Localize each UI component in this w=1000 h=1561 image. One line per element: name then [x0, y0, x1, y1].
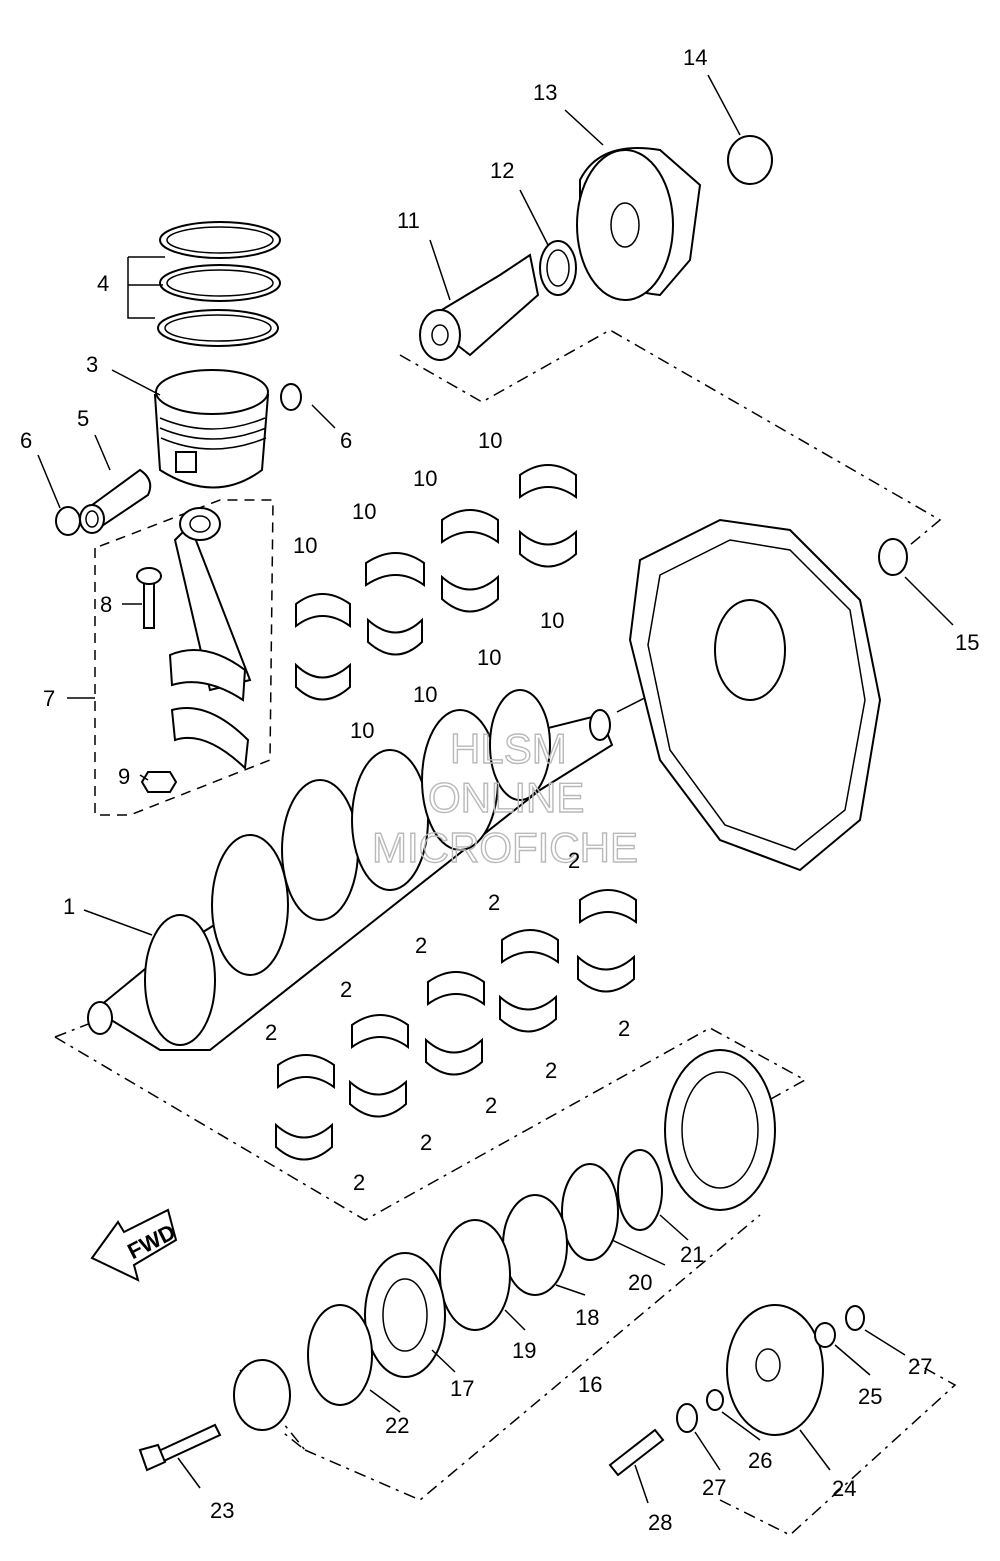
callout-5: 5: [77, 406, 89, 431]
callout-2: 2: [488, 890, 500, 915]
callout-10: 10: [352, 499, 376, 524]
callout-16: 16: [578, 1372, 602, 1397]
callout-2: 2: [420, 1130, 432, 1155]
callout-2: 2: [265, 1020, 277, 1045]
watermark: HLSM ONLINE MICROFICHE: [371, 724, 638, 871]
connecting-rod: [168, 507, 252, 771]
callout-25: 25: [858, 1384, 882, 1409]
callout-11: 11: [397, 208, 420, 233]
piston-rings: [157, 221, 281, 347]
callout-10: 10: [478, 428, 502, 453]
conrod-bearings: [295, 464, 577, 701]
callout-21: 21: [680, 1242, 704, 1267]
crankcase-cover: [628, 518, 908, 872]
piston-pin: [79, 468, 152, 534]
callout-10: 10: [413, 466, 437, 491]
callout-3: 3: [86, 352, 98, 377]
callout-28: 28: [648, 1510, 672, 1535]
piston: [153, 369, 270, 489]
piston-circlips: [55, 383, 302, 536]
callout-10: 10: [413, 682, 437, 707]
callout-12: 12: [490, 158, 514, 183]
callout-4: 4: [97, 271, 109, 296]
callout-2: 2: [353, 1170, 365, 1195]
rod-bolt-nut: [136, 567, 178, 793]
callout-10: 10: [477, 645, 501, 670]
callout-14: 14: [683, 45, 707, 70]
callout-2: 2: [618, 1016, 630, 1041]
callout-7: 7: [43, 686, 55, 711]
callout-10: 10: [293, 533, 317, 558]
callout-2: 2: [485, 1093, 497, 1118]
callout-19: 19: [512, 1338, 536, 1363]
callout-10: 10: [350, 718, 374, 743]
callout-15: 15: [955, 630, 979, 655]
callout-2: 2: [415, 933, 427, 958]
callout-27: 27: [908, 1354, 932, 1379]
callout-8: 8: [100, 592, 112, 617]
callout-1: 1: [63, 894, 75, 919]
output-coupling-parts: [419, 135, 773, 361]
callout-13: 13: [533, 80, 557, 105]
leader-lines: [37, 74, 954, 1504]
callout-24: 24: [832, 1476, 856, 1501]
fwd-arrow: FWD: [90, 1208, 179, 1282]
callout-2: 2: [340, 977, 352, 1002]
watermark-line-2: ONLINE: [428, 774, 584, 821]
gear-stack: [138, 1049, 865, 1477]
callout-labels: 1 2 2 2 2 2 2 2 2 2 2 3 4 5 6 6 7 8 9 10…: [20, 45, 979, 1535]
callout-27: 27: [702, 1475, 726, 1500]
callout-18: 18: [575, 1305, 599, 1330]
watermark-line-3: MICROFICHE: [372, 824, 638, 871]
callout-22: 22: [385, 1413, 409, 1438]
callout-20: 20: [628, 1270, 652, 1295]
callout-9: 9: [118, 764, 130, 789]
callout-23: 23: [210, 1498, 234, 1523]
callout-2: 2: [568, 848, 580, 873]
callout-10: 10: [540, 608, 564, 633]
callout-6: 6: [340, 428, 352, 453]
callout-2: 2: [545, 1058, 557, 1083]
callout-17: 17: [450, 1376, 474, 1401]
callout-6: 6: [20, 428, 32, 453]
crankshaft: [87, 689, 614, 1051]
watermark-line-1: HLSM: [450, 725, 567, 772]
callout-26: 26: [748, 1448, 772, 1473]
main-bearings: [275, 889, 637, 1161]
